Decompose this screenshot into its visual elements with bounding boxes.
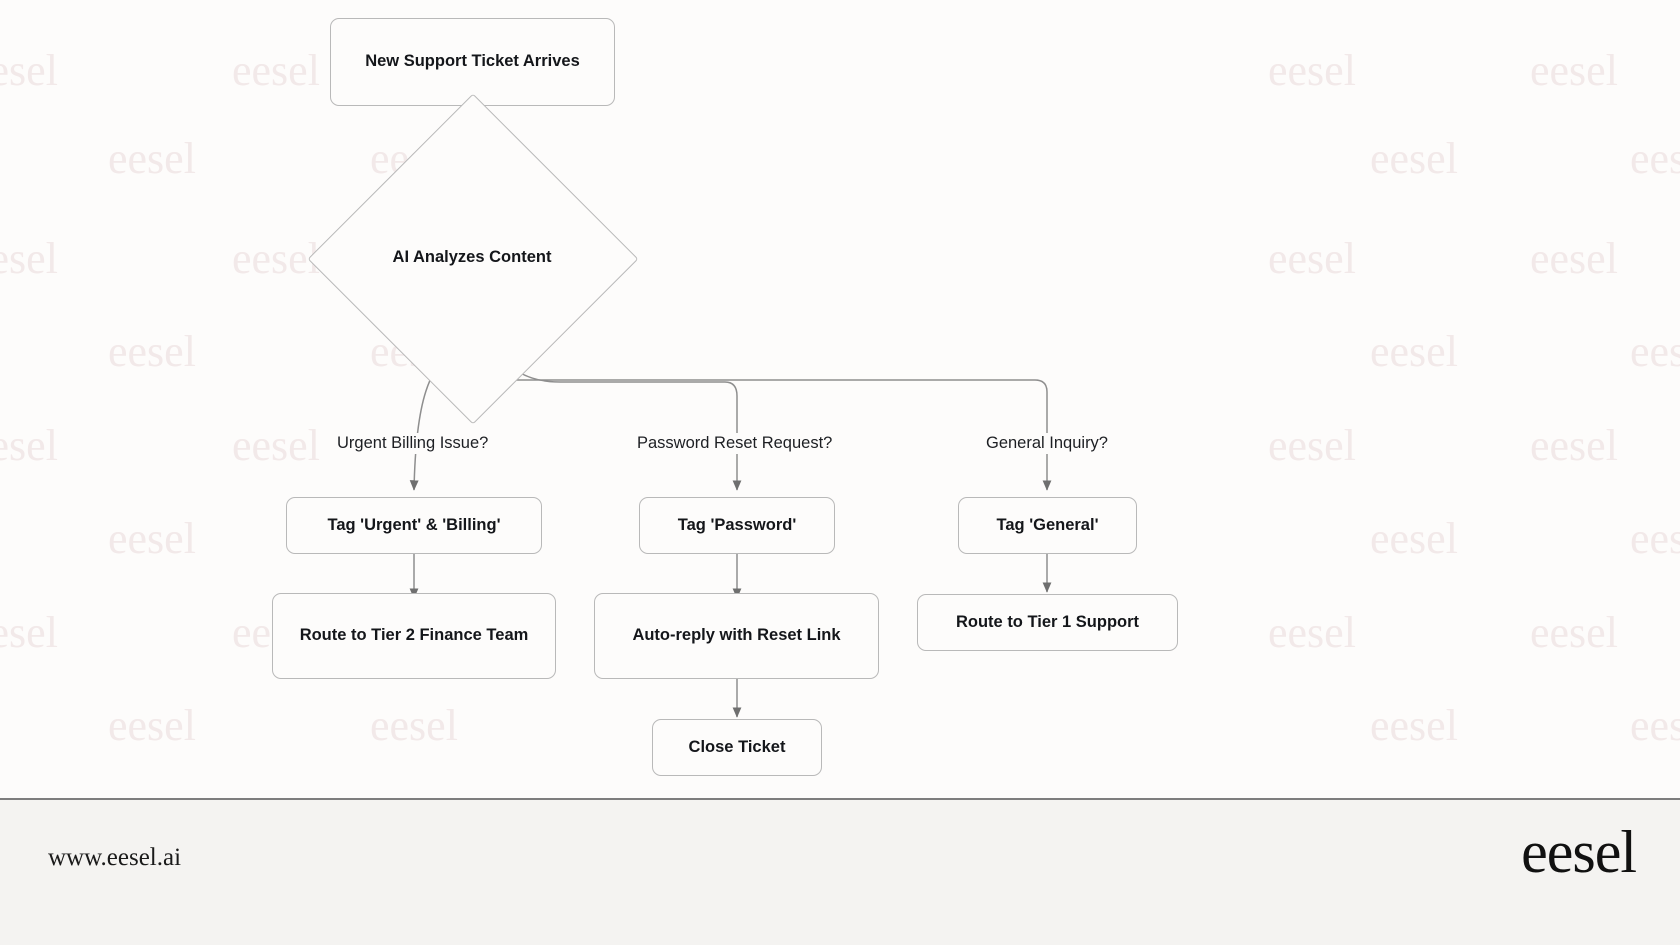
- footer-brand-logo: eesel: [1521, 819, 1637, 885]
- node-auto-reply-reset-link[interactable]: Auto-reply with Reset Link: [594, 593, 879, 679]
- node-route-tier1-support[interactable]: Route to Tier 1 Support: [917, 594, 1178, 651]
- node-tag-urgent-billing[interactable]: Tag 'Urgent' & 'Billing': [286, 497, 542, 554]
- node-label: Tag 'General': [996, 515, 1099, 534]
- node-label: Tag 'Urgent' & 'Billing': [327, 515, 501, 534]
- edge-label-general-inquiry: General Inquiry?: [981, 433, 1113, 454]
- node-tag-password[interactable]: Tag 'Password': [639, 497, 835, 554]
- node-ai-analyzes-content-label: AI Analyzes Content: [392, 248, 552, 266]
- node-label: Tag 'Password': [677, 515, 797, 534]
- edge-label-urgent-billing: Urgent Billing Issue?: [332, 433, 494, 454]
- node-route-tier2-finance[interactable]: Route to Tier 2 Finance Team: [272, 593, 556, 679]
- node-label: Auto-reply with Reset Link: [632, 626, 841, 645]
- node-label: New Support Ticket Arrives: [365, 52, 580, 71]
- footer-url[interactable]: www.eesel.ai: [48, 844, 182, 871]
- node-tag-general[interactable]: Tag 'General': [958, 497, 1137, 554]
- flowchart-edges: [409, 105, 1052, 718]
- edge-label-password-reset: Password Reset Request?: [632, 433, 838, 454]
- node-new-support-ticket[interactable]: New Support Ticket Arrives: [330, 18, 615, 106]
- node-label: Close Ticket: [688, 737, 786, 756]
- node-label: Route to Tier 2 Finance Team: [299, 626, 529, 645]
- node-label: Route to Tier 1 Support: [955, 612, 1140, 631]
- footer-bar: www.eesel.ai eesel: [0, 798, 1680, 945]
- node-close-ticket[interactable]: Close Ticket: [652, 719, 822, 776]
